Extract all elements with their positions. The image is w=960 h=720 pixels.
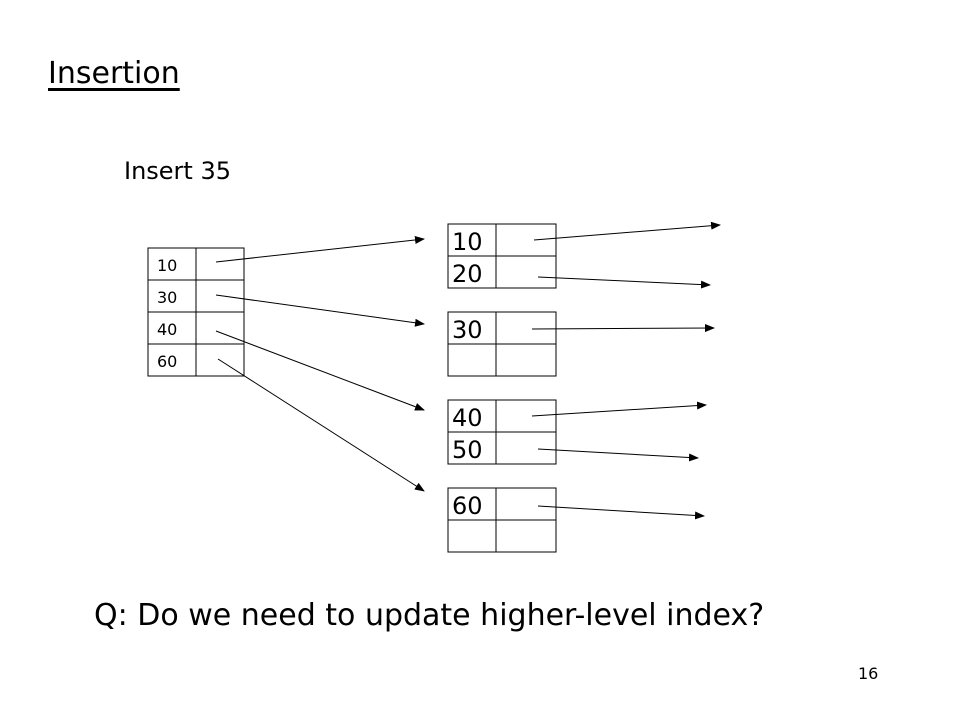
pointer-arrow <box>537 505 705 520</box>
index-key: 40 <box>157 320 177 339</box>
question-text: Q: Do we need to update higher-level ind… <box>94 598 765 633</box>
data-block: 40 50 <box>447 399 557 465</box>
index-pointers <box>215 236 425 492</box>
page-number: 16 <box>858 664 879 683</box>
pointer-arrow <box>217 358 425 492</box>
block-key: 60 <box>452 492 483 520</box>
pointer-arrow <box>215 236 425 263</box>
index-entry: 40 <box>147 311 245 345</box>
pointer-arrow <box>533 221 721 241</box>
index-entry: 30 <box>147 279 245 313</box>
block-key: 40 <box>452 404 483 432</box>
index-key: 60 <box>157 352 177 371</box>
index-pointer-cell <box>195 247 245 281</box>
higher-level-index: 10 30 40 60 <box>147 247 245 377</box>
block-key: 30 <box>452 316 483 344</box>
block-pointer-cell <box>495 343 557 377</box>
pointer-arrow <box>531 401 707 417</box>
pointer-arrow <box>215 330 425 411</box>
block-key-cell <box>447 255 497 289</box>
index-key: 10 <box>157 256 177 275</box>
block-key-cell <box>447 311 497 345</box>
block-key-cell <box>447 487 497 521</box>
block-pointer-cell <box>495 255 557 289</box>
block-pointer-cell <box>495 311 557 345</box>
data-block: 60 <box>447 487 557 553</box>
block-pointer-cell <box>495 223 557 257</box>
index-key: 30 <box>157 288 177 307</box>
data-block: 10 20 <box>447 223 557 289</box>
block-pointer-cell <box>495 519 557 553</box>
block-key-cell <box>447 399 497 433</box>
block-key-cell <box>447 343 497 377</box>
pointer-arrow <box>537 276 711 289</box>
index-entry: 10 <box>147 247 245 281</box>
block-key: 10 <box>452 228 483 256</box>
block-key-cell <box>447 223 497 257</box>
block-key: 50 <box>452 436 483 464</box>
block-key-cell <box>447 519 497 553</box>
pointer-arrow <box>215 294 425 327</box>
block-key: 20 <box>452 260 483 288</box>
record-pointers <box>531 221 721 520</box>
data-block: 30 <box>447 311 557 377</box>
pointer-arrow <box>531 324 715 333</box>
block-pointer-cell <box>495 399 557 433</box>
block-pointer-cell <box>495 487 557 521</box>
slide-subtitle: Insert 35 <box>124 157 232 185</box>
index-key-cell <box>147 343 197 377</box>
index-entry: 60 <box>147 343 245 377</box>
index-key-cell <box>147 279 197 313</box>
slide-title: Insertion <box>48 56 180 91</box>
pointer-arrow <box>537 448 699 462</box>
block-pointer-cell <box>495 431 557 465</box>
